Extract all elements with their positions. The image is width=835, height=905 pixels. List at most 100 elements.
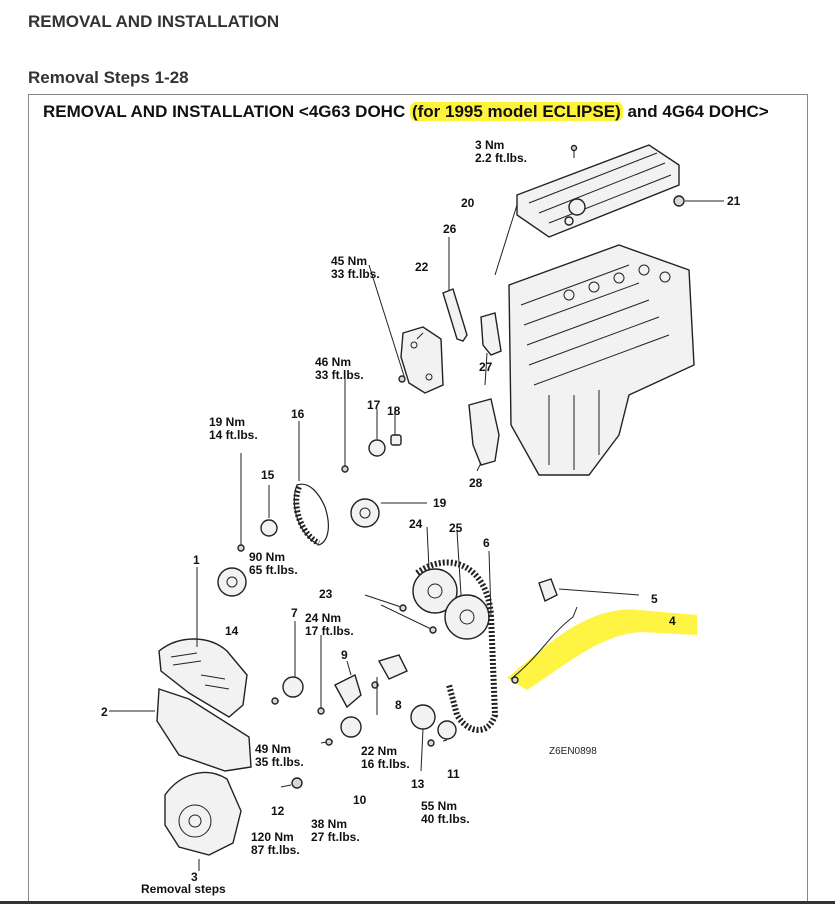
- svg-text:40 ft.lbs.: 40 ft.lbs.: [421, 812, 470, 826]
- part-label-16: 16: [291, 407, 305, 421]
- part-label-17: 17: [367, 398, 381, 412]
- torque-spec-t10: 38 Nm 27 ft.lbs.: [311, 817, 360, 844]
- svg-text:27 ft.lbs.: 27 ft.lbs.: [311, 830, 360, 844]
- sensor-harness: [510, 606, 578, 680]
- crankshaft-sensing-blade: [437, 720, 457, 740]
- svg-text:33 ft.lbs.: 33 ft.lbs.: [315, 368, 364, 382]
- svg-text:90 Nm: 90 Nm: [249, 550, 285, 564]
- leader-lines: [196, 204, 518, 871]
- tensioner-pulley: [282, 676, 304, 698]
- svg-text:120 Nm: 120 Nm: [251, 830, 294, 844]
- torque-spec-t4: 19 Nm 14 ft.lbs.: [209, 415, 258, 442]
- part-label-14: 14: [225, 624, 239, 638]
- balance-shaft-sprocket: [260, 519, 278, 537]
- part-label-18: 18: [387, 404, 401, 418]
- crankshaft-plate: [217, 567, 247, 597]
- removal-steps-subheading: Removal Steps 1-28: [28, 68, 189, 87]
- figure-title: REMOVAL AND INSTALLATION <4G63 DOHC (for…: [43, 102, 803, 121]
- crank-angle-sensor: [538, 578, 558, 602]
- svg-text:14 ft.lbs.: 14 ft.lbs.: [209, 428, 258, 442]
- part-label-8: 8: [395, 698, 402, 712]
- part-label-3: 3: [191, 870, 198, 884]
- torque-spec-t1: 3 Nm 2.2 ft.lbs.: [475, 138, 527, 165]
- svg-text:87 ft.lbs.: 87 ft.lbs.: [251, 843, 300, 857]
- idler-pulley-10: [340, 716, 362, 738]
- timing-belt-rear-cover-upper: [442, 288, 468, 342]
- svg-text:19 Nm: 19 Nm: [209, 415, 245, 429]
- svg-text:22 Nm: 22 Nm: [361, 744, 397, 758]
- part-label-13: 13: [411, 777, 425, 791]
- engine-block: [508, 244, 695, 476]
- svg-text:16 ft.lbs.: 16 ft.lbs.: [361, 757, 410, 771]
- part-label-1: 1: [193, 553, 200, 567]
- part-label-12: 12: [271, 804, 285, 818]
- part-label-28: 28: [469, 476, 483, 490]
- exploded-timing-belt-diagram: 1 2 3 4 5 6 7 8 9 10 11 12 13 14 15 16 1…: [101, 138, 741, 896]
- crankshaft-pulley-cover: [164, 771, 242, 856]
- torque-spec-t6: 24 Nm 17 ft.lbs.: [305, 611, 354, 638]
- svg-text:65 ft.lbs.: 65 ft.lbs.: [249, 563, 298, 577]
- part-label-22: 22: [415, 260, 429, 274]
- part-label-7: 7: [291, 606, 298, 620]
- part-label-2: 2: [101, 705, 108, 719]
- svg-text:17 ft.lbs.: 17 ft.lbs.: [305, 624, 354, 638]
- svg-text:38 Nm: 38 Nm: [311, 817, 347, 831]
- part-label-19: 19: [433, 496, 447, 510]
- camshaft-sprocket-intake: [412, 568, 458, 614]
- svg-text:45 Nm: 45 Nm: [331, 254, 367, 268]
- torque-spec-t2: 45 Nm 33 ft.lbs.: [331, 254, 380, 281]
- timing-belt-rear-cover-lower: [468, 398, 500, 466]
- svg-text:46 Nm: 46 Nm: [315, 355, 351, 369]
- tensioner-arm: [334, 674, 362, 709]
- svg-text:24 Nm: 24 Nm: [305, 611, 341, 625]
- auto-tensioner: [377, 654, 408, 680]
- svg-text:2.2 ft.lbs.: 2.2 ft.lbs.: [475, 151, 527, 165]
- timing-belt-front-cover-lower: [156, 688, 252, 772]
- torque-spec-t3: 46 Nm 33 ft.lbs.: [315, 355, 364, 382]
- part-label-25: 25: [449, 521, 463, 535]
- part-label-23: 23: [319, 587, 333, 601]
- part-label-4: 4: [669, 614, 676, 628]
- part-label-15: 15: [261, 468, 275, 482]
- torque-spec-t11: 120 Nm 87 ft.lbs.: [251, 830, 300, 857]
- timing-belt-front-cover-upper: [158, 638, 248, 718]
- torque-spec-t9: 55 Nm 40 ft.lbs.: [421, 799, 470, 826]
- timing-belt-rear-cover-bracket: [480, 312, 502, 356]
- part-label-10: 10: [353, 793, 367, 807]
- spacer-18: [390, 434, 402, 446]
- removal-steps-caption: Removal steps: [141, 882, 226, 896]
- page-heading: REMOVAL AND INSTALLATION: [28, 12, 280, 31]
- part-label-24: 24: [409, 517, 423, 531]
- svg-text:55 Nm: 55 Nm: [421, 799, 457, 813]
- part-4-highlight: [507, 609, 697, 690]
- torque-spec-t8: 22 Nm 16 ft.lbs.: [361, 744, 410, 771]
- image-code: Z6EN0898: [549, 746, 597, 757]
- idler-pulley-17: [368, 439, 386, 457]
- figure-title-highlight: (for 1995 model ECLIPSE): [409, 102, 623, 121]
- engine-mount-bracket: [400, 326, 444, 394]
- part-label-9: 9: [341, 648, 348, 662]
- svg-text:33 ft.lbs.: 33 ft.lbs.: [331, 267, 380, 281]
- crankshaft-sprocket: [410, 704, 436, 730]
- part-label-11: 11: [447, 767, 460, 781]
- figure-title-start: REMOVAL AND INSTALLATION <4G63 DOHC: [43, 102, 410, 121]
- part-label-20: 20: [461, 196, 475, 210]
- camshaft-sprocket-exhaust: [444, 594, 490, 640]
- diagram-figure: REMOVAL AND INSTALLATION <4G63 DOHC (for…: [28, 94, 808, 904]
- part-label-5: 5: [651, 592, 658, 606]
- part-label-27: 27: [479, 360, 493, 374]
- svg-text:3 Nm: 3 Nm: [475, 138, 504, 152]
- bottom-border: [0, 901, 835, 904]
- part-label-21: 21: [727, 194, 741, 208]
- torque-spec-t5: 90 Nm 65 ft.lbs.: [249, 550, 298, 577]
- crankshaft-bolt-washer: [291, 777, 303, 789]
- svg-text:49 Nm: 49 Nm: [255, 742, 291, 756]
- part-label-6: 6: [483, 536, 490, 550]
- part-label-26: 26: [443, 222, 457, 236]
- oil-filler-cap: [673, 195, 685, 207]
- crankshaft-sprocket-b: [350, 498, 380, 528]
- figure-title-end: and 4G64 DOHC>: [622, 102, 769, 121]
- cylinder-head-cover: [516, 144, 680, 238]
- svg-text:35 ft.lbs.: 35 ft.lbs.: [255, 755, 304, 769]
- torque-spec-t7: 49 Nm 35 ft.lbs.: [255, 742, 304, 769]
